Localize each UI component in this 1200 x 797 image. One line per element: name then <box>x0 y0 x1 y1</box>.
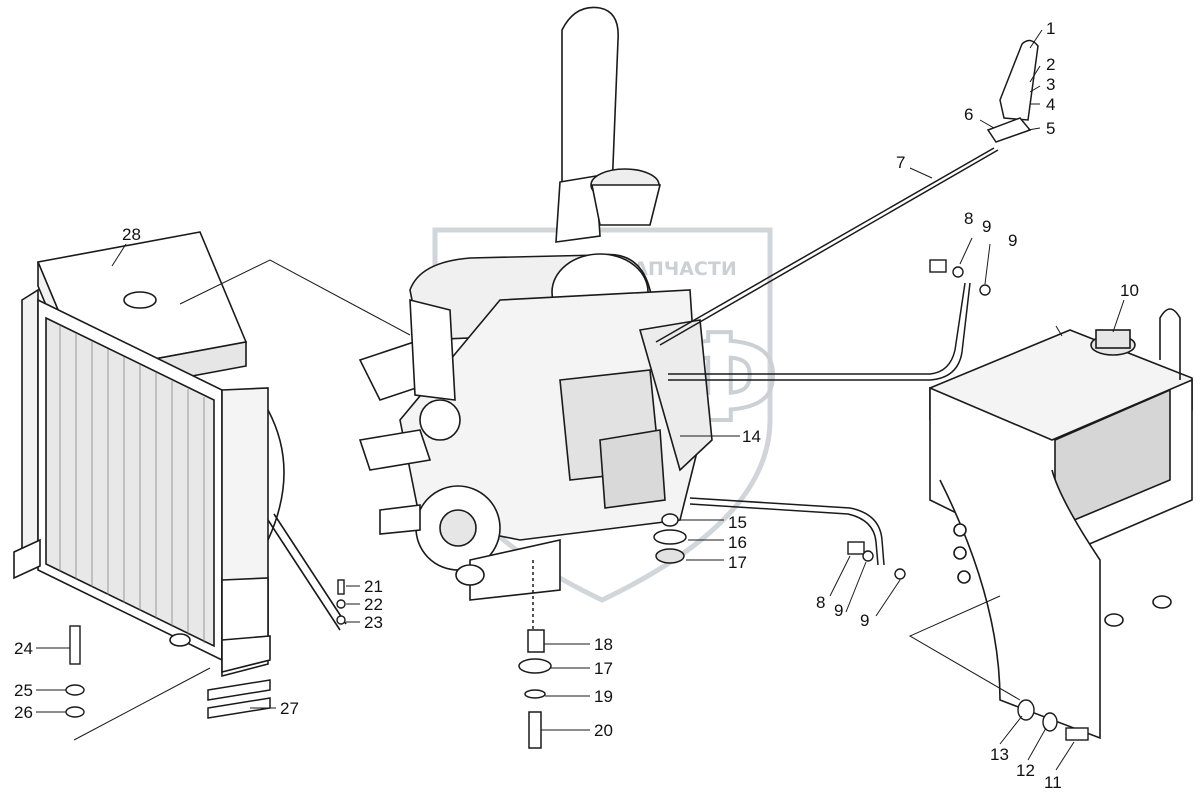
callout-8-top: 8 <box>964 209 973 228</box>
callout-17-bottom: 17 <box>594 659 613 678</box>
callout-20: 20 <box>594 721 613 740</box>
callout-4: 4 <box>1046 95 1055 114</box>
callout-7: 7 <box>896 153 905 172</box>
callout-27: 27 <box>280 699 299 718</box>
callout-15: 15 <box>728 513 747 532</box>
callout-9-bottom-a: 9 <box>834 601 843 620</box>
callout-12: 12 <box>1016 761 1035 780</box>
callout-8-bottom: 8 <box>816 593 825 612</box>
callout-25: 25 <box>14 681 33 700</box>
radiator <box>13 231 347 678</box>
callout-21: 21 <box>364 577 383 596</box>
leader-lines <box>36 29 1125 771</box>
callout-2: 2 <box>1046 55 1055 74</box>
callout-13: 13 <box>990 745 1009 764</box>
callout-18: 18 <box>594 635 613 654</box>
callout-14: 14 <box>742 427 761 446</box>
callout-28: 28 <box>122 225 141 244</box>
callout-16-top: 16 <box>728 533 747 552</box>
callout-9-top-a: 9 <box>982 217 991 236</box>
callout-23: 23 <box>364 613 383 632</box>
fuel-hoses <box>668 282 971 566</box>
fasteners <box>65 259 1089 741</box>
engine-mounts <box>518 513 687 749</box>
callout-10: 10 <box>1120 281 1139 300</box>
callout-3: 3 <box>1046 75 1055 94</box>
callout-labels: 1 2 3 4 5 6 7 8 9 9 10 14 15 16 17 8 9 9… <box>14 19 1139 792</box>
callout-22: 22 <box>364 595 383 614</box>
callout-17-top: 17 <box>728 553 747 572</box>
callout-1: 1 <box>1046 19 1055 38</box>
pedal-assembly <box>655 39 1039 346</box>
mount-plates <box>207 679 271 719</box>
fuel-tank <box>929 308 1193 740</box>
callout-24: 24 <box>14 639 33 658</box>
callout-9-bottom-b: 9 <box>860 611 869 630</box>
callout-26: 26 <box>14 703 33 722</box>
callout-6: 6 <box>964 105 973 124</box>
callout-5: 5 <box>1046 119 1055 138</box>
callout-9-top-b: 9 <box>1008 231 1017 250</box>
callout-11: 11 <box>1044 773 1062 792</box>
engine <box>358 6 713 601</box>
callout-19: 19 <box>594 687 613 706</box>
